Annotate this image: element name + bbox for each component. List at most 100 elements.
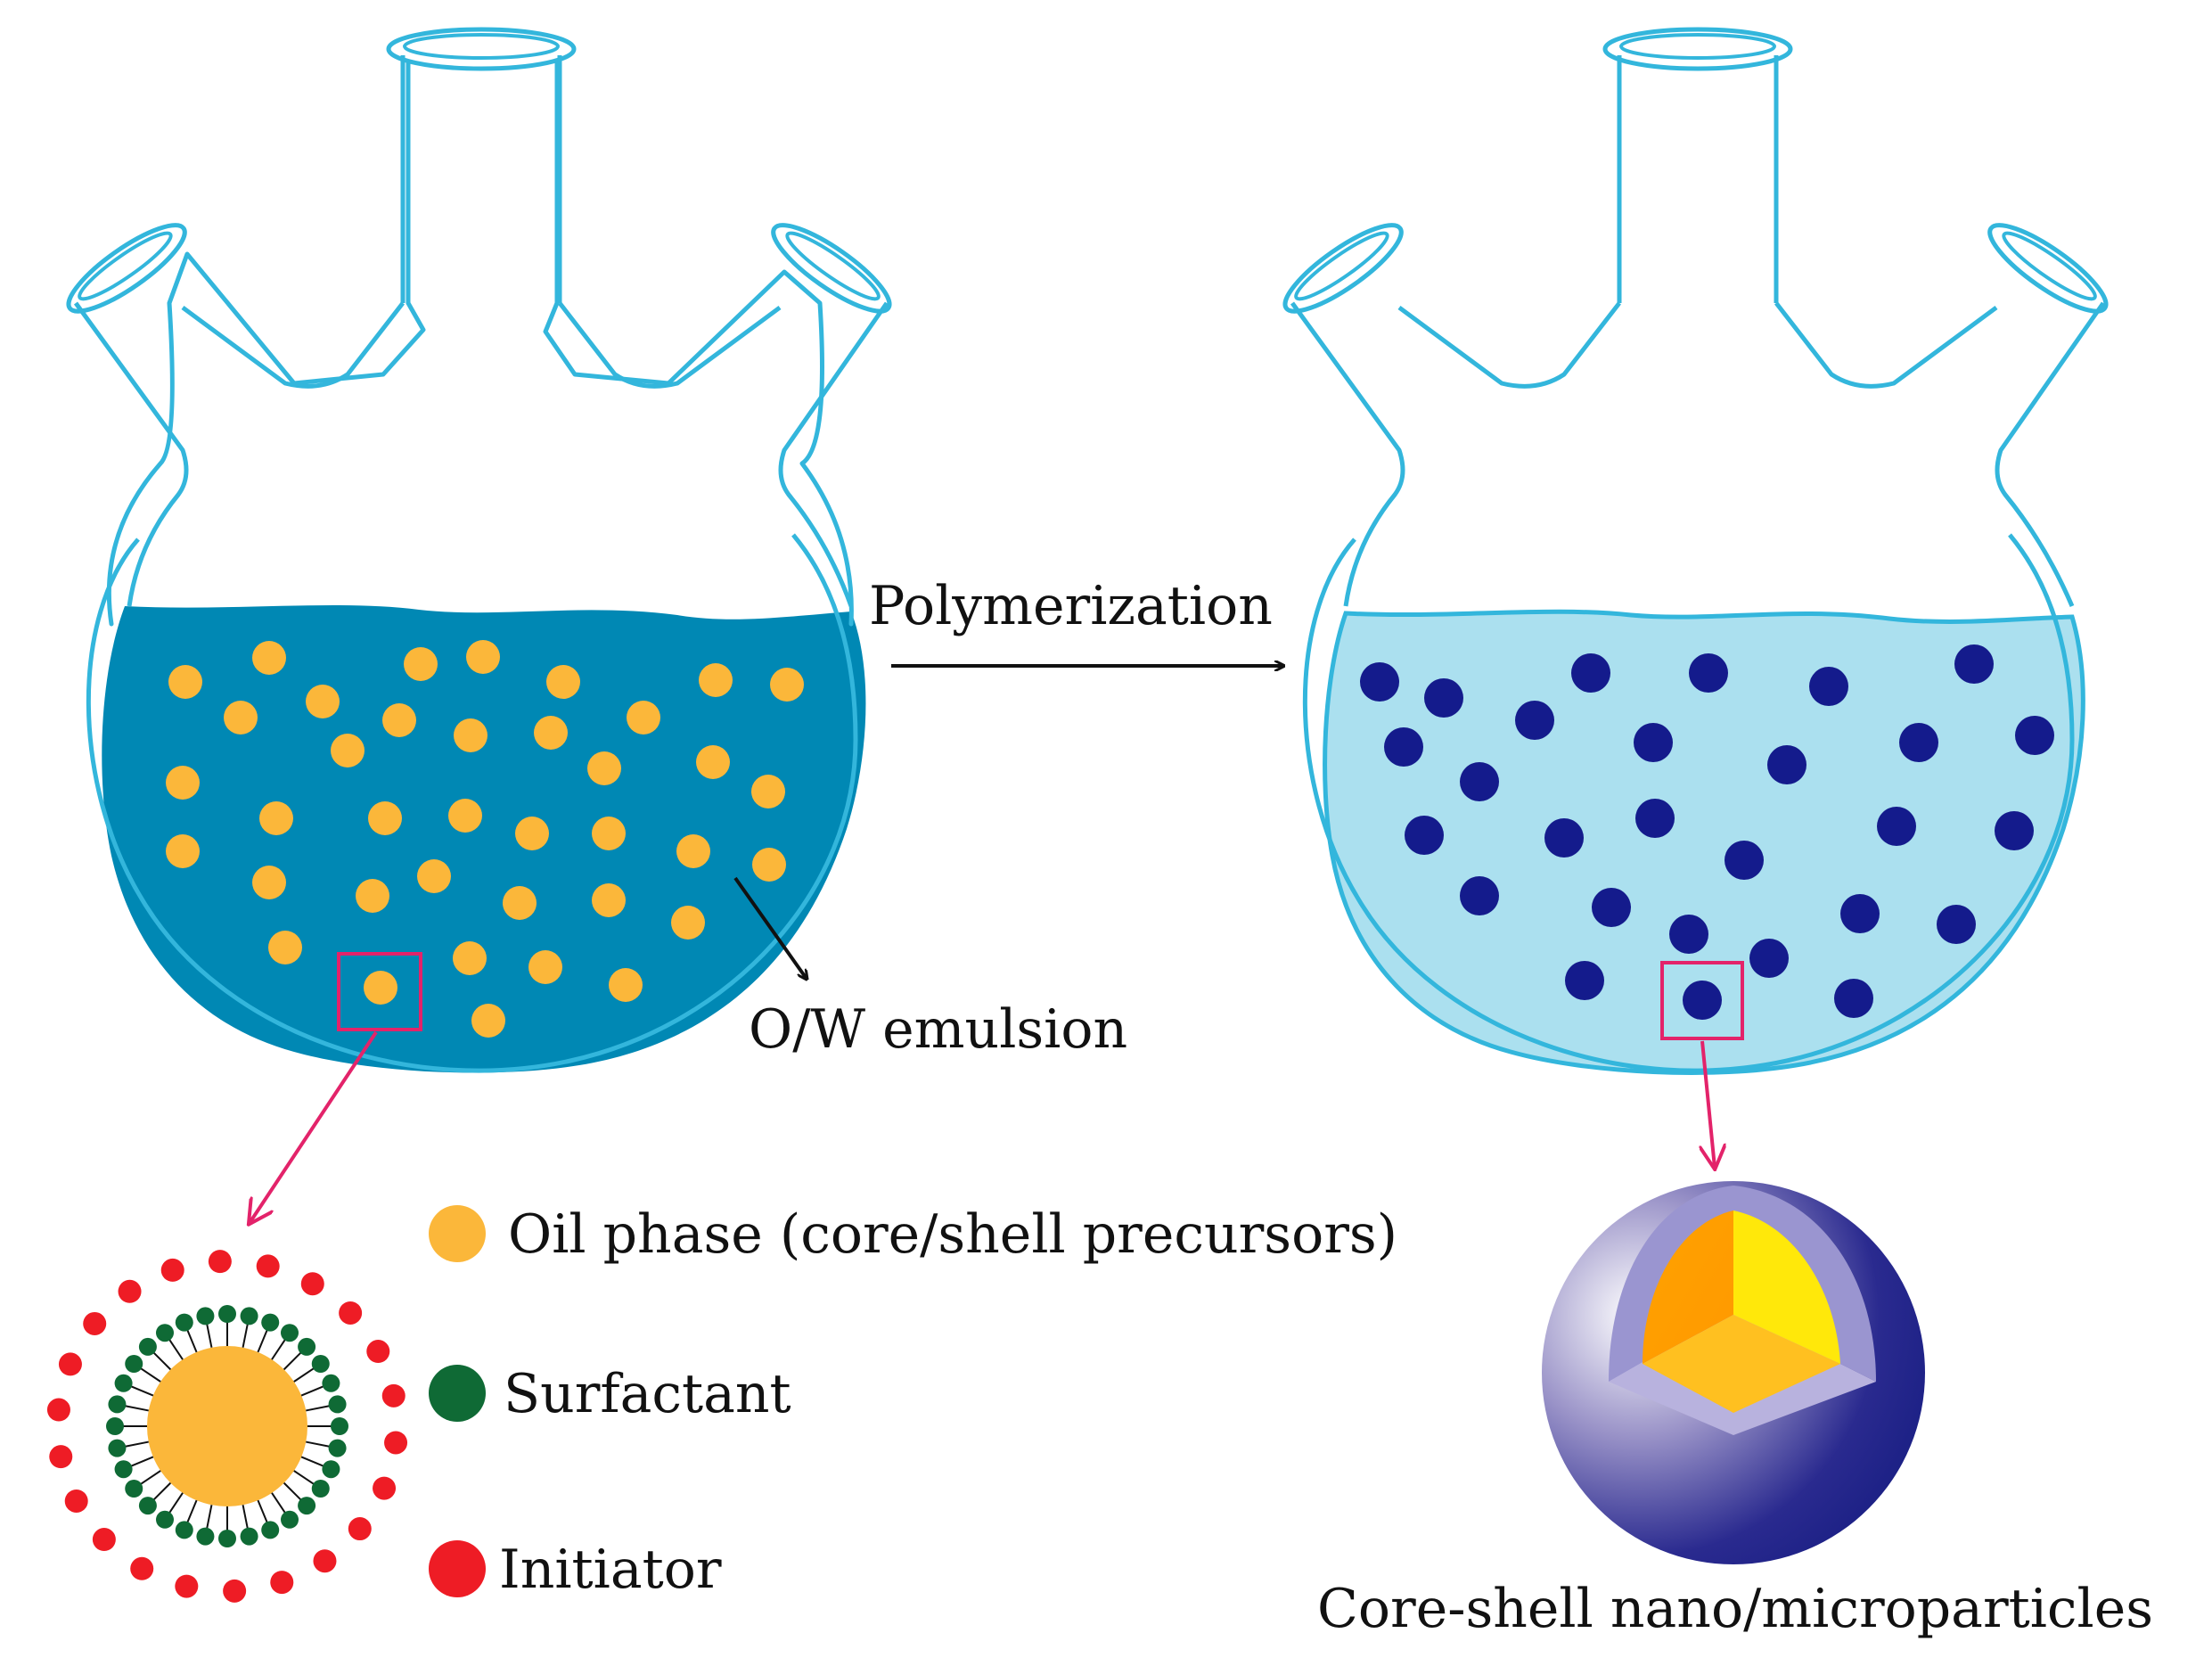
polymer-particle xyxy=(1840,894,1880,933)
oil-droplet xyxy=(592,883,626,917)
surfactant-head xyxy=(108,1395,127,1414)
surfactant-head xyxy=(108,1439,127,1457)
oil-droplet xyxy=(546,665,580,699)
oil-droplet xyxy=(752,848,786,882)
oil-droplet xyxy=(454,718,487,752)
oil-droplet xyxy=(306,685,340,718)
core-shell-core-base xyxy=(1643,1315,1840,1413)
micelle-diagram xyxy=(46,1250,408,1603)
surfactant-head xyxy=(175,1521,193,1539)
surfactant-head xyxy=(175,1313,193,1332)
right-flask-left-mouth xyxy=(1282,223,1404,314)
oil-droplet xyxy=(515,817,549,850)
polymer-particle xyxy=(1634,723,1673,762)
left-flask xyxy=(66,27,892,1073)
initiator-icon xyxy=(429,1540,486,1597)
surfactant-head xyxy=(125,1354,143,1373)
polymer-particle xyxy=(1669,915,1708,954)
polymer-liquid xyxy=(1323,609,2085,1075)
surfactant-head xyxy=(218,1305,236,1323)
polymer-particle xyxy=(1767,745,1806,784)
initiator-dot xyxy=(118,1279,142,1303)
surfactant-head xyxy=(155,1510,174,1529)
surfactant-head xyxy=(106,1417,124,1435)
polymer-particle xyxy=(1877,807,1916,846)
polymer-particle xyxy=(1937,905,1976,944)
right-highlight-box xyxy=(1660,961,1744,1040)
initiator-dot xyxy=(92,1528,116,1552)
oil-droplet xyxy=(368,801,402,835)
polymer-particle xyxy=(1571,653,1610,693)
surfactant-tail xyxy=(293,1470,317,1487)
emulsion-pointer-arrow xyxy=(733,876,807,979)
surfactant-icon xyxy=(429,1365,486,1422)
polymer-particle xyxy=(1995,811,2034,850)
polymer-particle xyxy=(1683,981,1722,1020)
core-shell-particle xyxy=(1542,1181,1925,1564)
oil-droplet xyxy=(587,751,621,785)
surfactant-tail xyxy=(271,1492,288,1516)
core-shell-core-left xyxy=(1643,1211,1733,1364)
oil-droplet xyxy=(404,647,438,681)
surfactant-tail xyxy=(185,1326,198,1353)
oil-droplet xyxy=(252,641,286,675)
oil-droplet xyxy=(453,941,487,975)
polymerization-label: Polymerization xyxy=(869,575,1273,637)
oil-droplet xyxy=(259,801,293,835)
surfactant-tail xyxy=(242,1321,250,1348)
oil-droplet xyxy=(592,817,626,850)
polymer-particle xyxy=(1592,888,1631,927)
product-label: Core-shell nano/microparticles xyxy=(1317,1578,2153,1640)
surfactant-head xyxy=(114,1460,133,1479)
oil-droplet xyxy=(696,745,730,779)
surfactant-tail xyxy=(167,1492,184,1516)
legend: Oil phase (core/shell precursors) Surfac… xyxy=(429,1203,1397,1601)
left-flask-outline xyxy=(106,58,854,627)
surfactant-head xyxy=(138,1497,157,1515)
surfactant-head xyxy=(311,1480,330,1498)
surfactant-tail xyxy=(205,1321,213,1348)
initiator-dot xyxy=(64,1489,88,1513)
polymer-particle xyxy=(1544,818,1584,858)
polymer-particles xyxy=(1360,644,2054,1020)
initiator-dot xyxy=(58,1352,82,1376)
oil-droplet xyxy=(364,971,397,1005)
surfactant-head xyxy=(328,1439,347,1457)
left-flask-left-mouth xyxy=(66,223,187,314)
surfactant-tail xyxy=(137,1470,161,1487)
oil-droplet xyxy=(166,834,200,868)
oil-droplet xyxy=(609,968,643,1002)
oil-droplets xyxy=(166,640,804,1038)
legend-oil-label: Oil phase (core/shell precursors) xyxy=(508,1203,1397,1266)
surfactant-tail xyxy=(271,1336,288,1360)
polymer-particle xyxy=(1834,979,1873,1018)
initiator-dot xyxy=(348,1517,372,1541)
oil-droplet xyxy=(699,663,733,697)
oil-droplet xyxy=(770,668,804,702)
surfactant-head xyxy=(328,1395,347,1414)
oil-droplet xyxy=(252,866,286,899)
surfactant-tail xyxy=(122,1440,149,1449)
surfactant-head xyxy=(261,1521,280,1539)
surfactant-head xyxy=(196,1527,215,1546)
polymer-particle xyxy=(1954,644,1994,684)
polymer-particle xyxy=(1689,653,1728,693)
initiator-dot xyxy=(46,1398,70,1422)
surfactant-head xyxy=(196,1307,215,1325)
oil-droplet xyxy=(534,716,568,750)
surfactant-tail xyxy=(300,1456,327,1468)
oil-droplet xyxy=(382,703,416,737)
surfactant-tail xyxy=(151,1350,172,1371)
surfactant-tail xyxy=(185,1499,198,1526)
oil-droplet xyxy=(417,859,451,893)
initiator-dot xyxy=(223,1579,247,1603)
surfactant-tail xyxy=(137,1366,161,1383)
polymer-particle xyxy=(1565,961,1604,1000)
surfactant-tail xyxy=(167,1336,184,1360)
surfactant-head xyxy=(322,1374,340,1392)
initiator-dot xyxy=(381,1383,406,1407)
left-flask-center-mouth xyxy=(386,27,577,71)
surfactant-tail xyxy=(306,1404,332,1412)
surfactant-head xyxy=(322,1460,340,1479)
